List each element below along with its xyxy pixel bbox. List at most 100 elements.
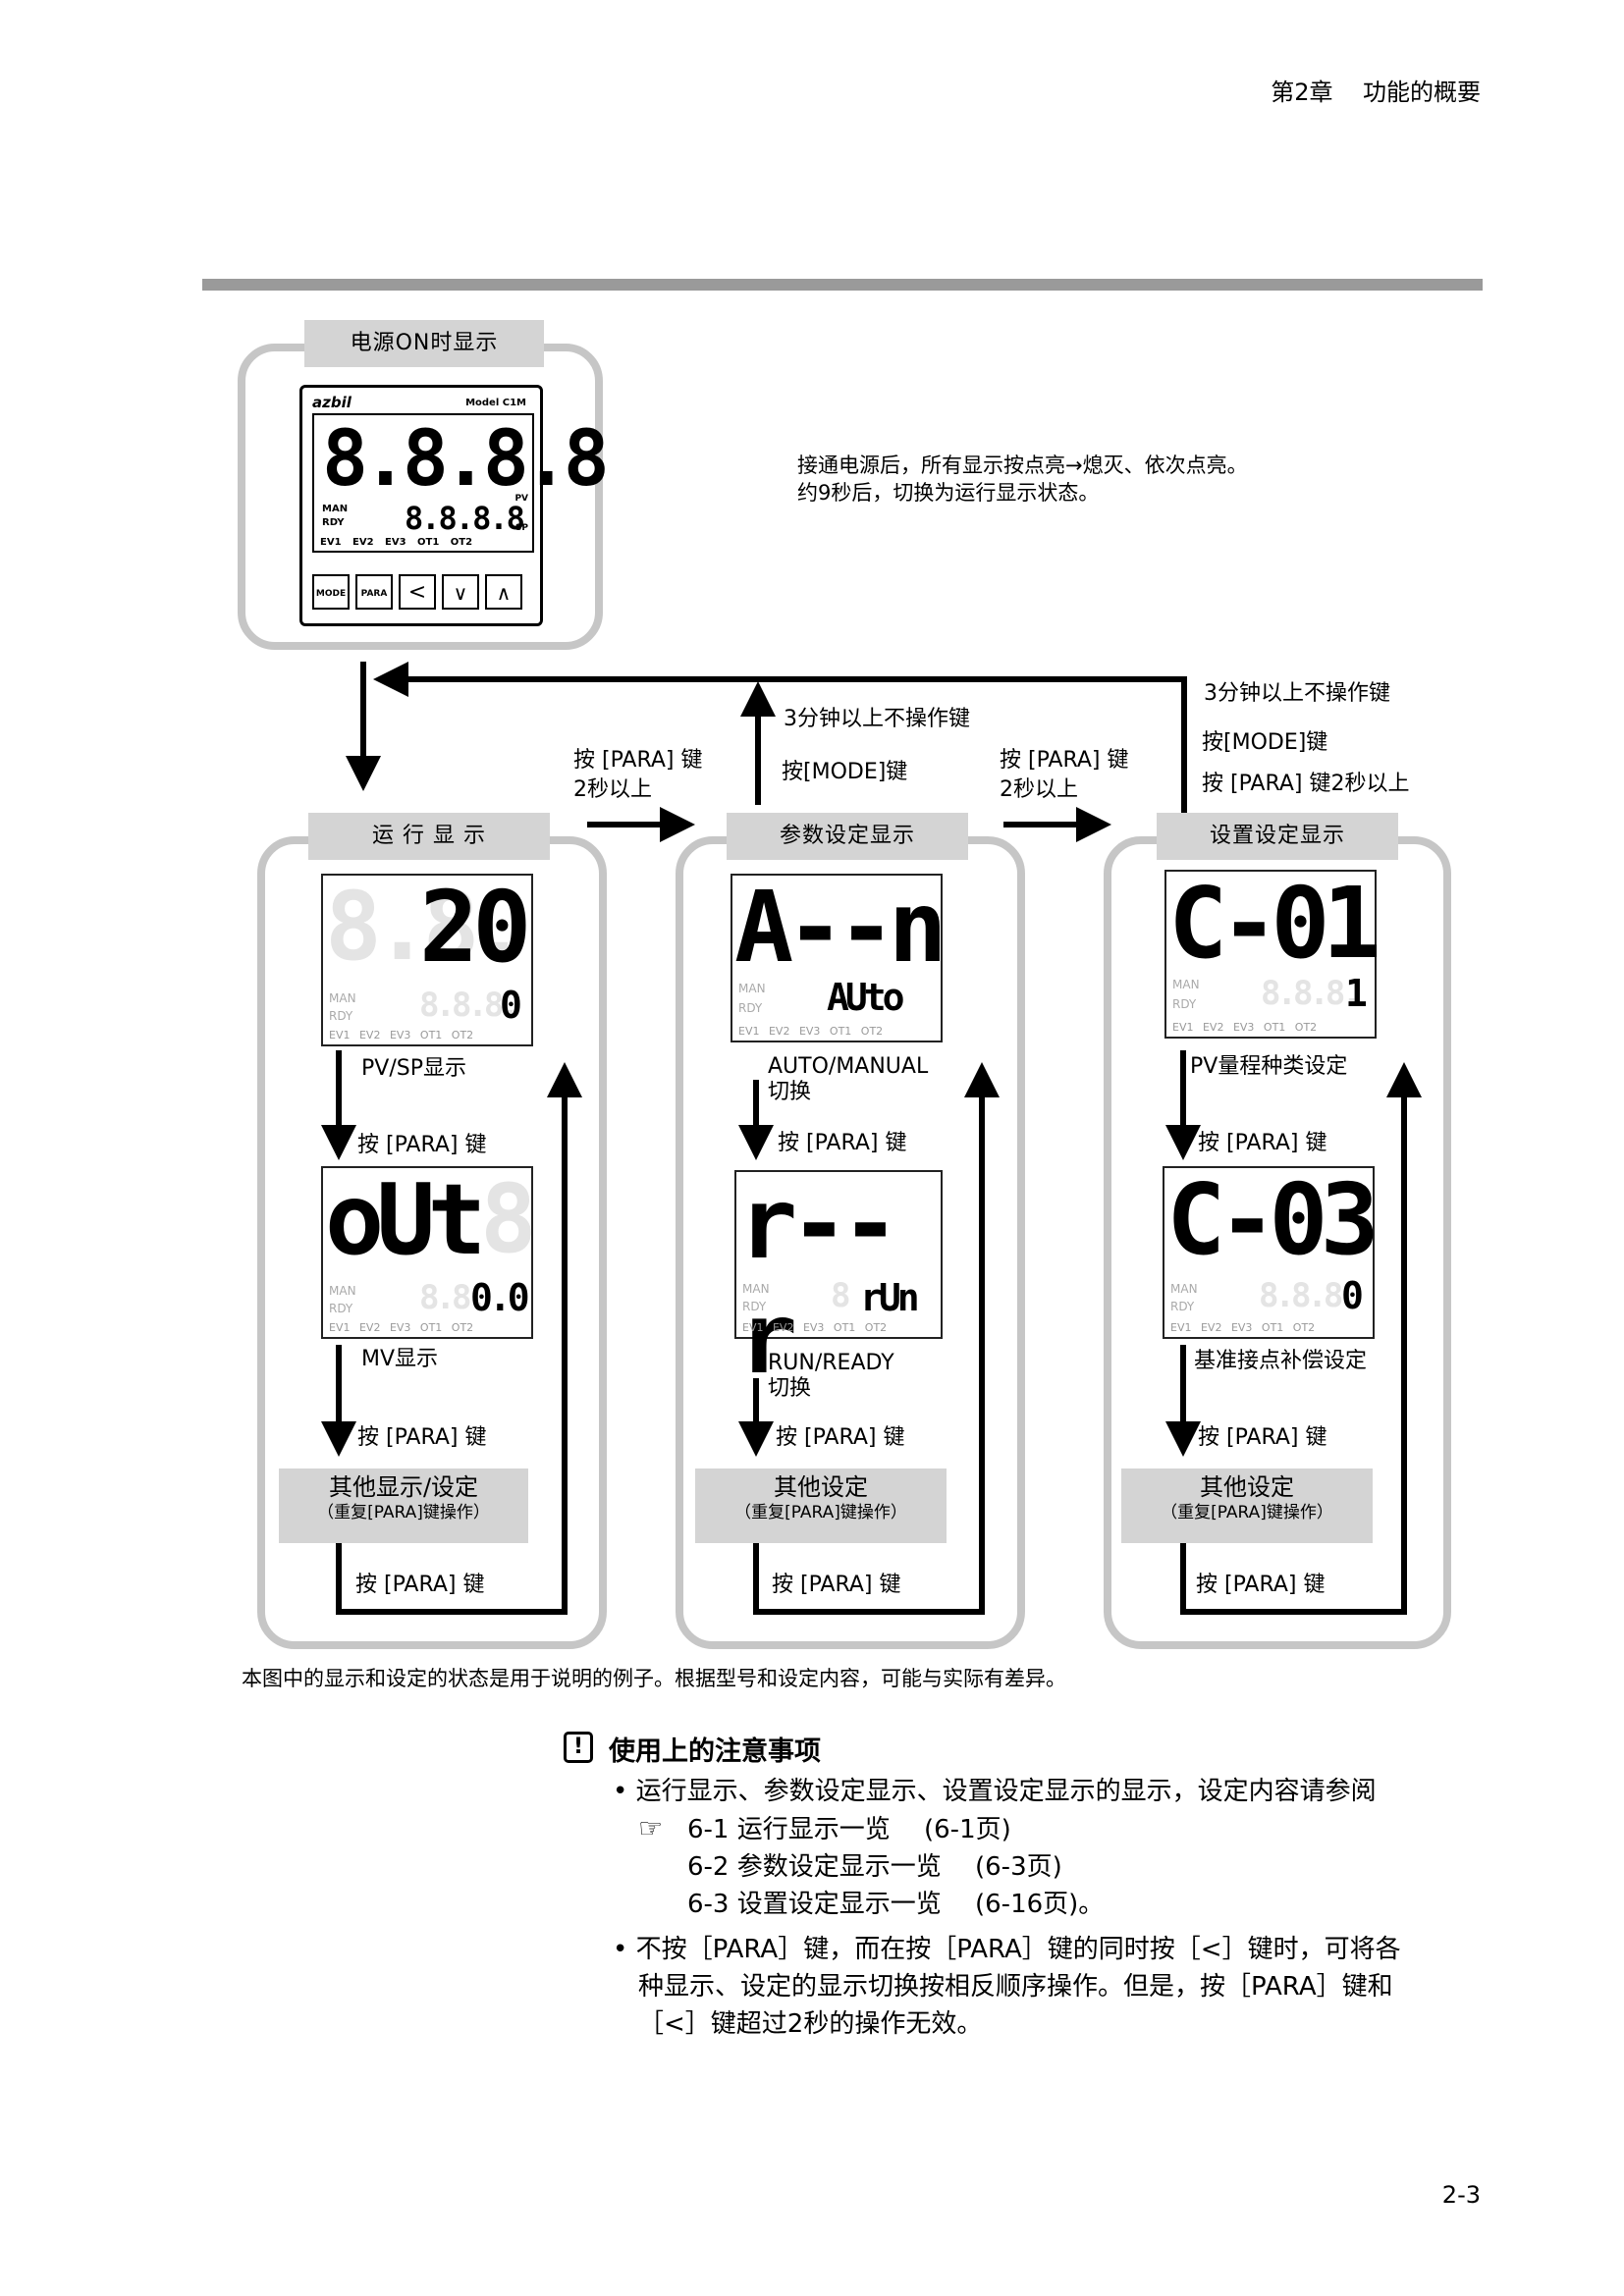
flow-arrows <box>321 662 1422 1615</box>
rdy-indicator: RDY <box>742 1300 767 1313</box>
label-return-line-3: 按 [PARA] 键2秒以上 <box>1202 772 1410 796</box>
other-settings-box: 其他设定 （重复[PARA]键操作） <box>1121 1468 1373 1543</box>
pointing-hand-icon: ☞ <box>638 1812 664 1844</box>
page-number: 2-3 <box>1441 2181 1481 2209</box>
reference-row-2: 6-2 参数设定显示一览 (6-3页) <box>613 1848 1496 1886</box>
press-para-key-2: 按 [PARA] 键 <box>776 1425 905 1450</box>
up-key[interactable]: ∧ <box>485 574 522 610</box>
man-indicator: MAN <box>322 504 349 514</box>
diagram-footnote: 本图中的显示和设定的状态是用于说明的例子。根据型号和设定内容，可能与实际有差异。 <box>242 1667 1066 1690</box>
param-value: AUto <box>827 976 904 1019</box>
label-param-setup-line-1: 按 [PARA] 键 <box>1000 748 1129 773</box>
power-on-lcd: 8.8.8.8 PV MAN RDY 8.8.8.8 SP EV1 EV2 EV… <box>312 413 610 553</box>
reference-row-1: ☞6-1 运行显示一览 (6-1页) <box>613 1810 1496 1848</box>
tab-run-display: 运 行 显 示 <box>308 813 550 860</box>
sp-ghost-digits: 8 <box>831 1276 851 1315</box>
sp-ghost-digits: 8.8. <box>419 1278 488 1317</box>
press-para-key-2: 按 [PARA] 键 <box>357 1425 487 1450</box>
param-value: rUn <box>860 1276 920 1319</box>
man-indicator: MAN <box>329 991 356 1005</box>
ev-indicator-row: EV1 EV2 EV3 OT1 OT2 <box>329 1321 474 1334</box>
bullet-dot: • <box>613 1935 636 1964</box>
chapter-number: 第2章 <box>1271 79 1333 106</box>
bullet-2-line-1: 不按［PARA］键，而在按［PARA］键的同时按［<］键时，可将各 <box>635 1935 1401 1964</box>
man-indicator: MAN <box>738 982 766 995</box>
press-para-key-1: 按 [PARA] 键 <box>778 1131 907 1155</box>
rdy-indicator: RDY <box>322 517 345 528</box>
rdy-indicator: RDY <box>1170 1300 1195 1313</box>
box-subtitle: （重复[PARA]键操作） <box>734 1503 907 1522</box>
sp-ghost-digits: 8.8.8. <box>1261 974 1362 1013</box>
arrow-setup-to-run-return <box>373 662 1187 815</box>
box-subtitle: （重复[PARA]键操作） <box>1161 1503 1333 1522</box>
desc-line-2: 约9秒后，切换为运行显示状态。 <box>797 481 1100 505</box>
running-header: 第2章 功能的概要 <box>1271 73 1481 107</box>
man-indicator: MAN <box>1172 978 1200 991</box>
tab-setup-display: 设置设定显示 <box>1157 813 1398 860</box>
left-key[interactable]: < <box>399 574 436 610</box>
mode-key[interactable]: MODE <box>312 574 350 610</box>
ref-6-3: 6-3 设置设定显示一览 (6-16页)。 <box>687 1890 1105 1919</box>
label-return-line-2: 按[MODE]键 <box>1202 730 1328 755</box>
run-lcd-mv: oUt 8 MAN RDY 8.8. 0.0 EV1 EV2 EV3 OT1 O… <box>321 1162 537 1339</box>
label-return-line-1: 3分钟以上不操作键 <box>1204 681 1390 706</box>
bullet-2-line-2: 种显示、设定的显示切换按相反顺序操作。但是，按［PARA］键和 <box>638 1972 1393 2002</box>
setup-code: C-03 <box>1166 1162 1380 1277</box>
ref-6-2: 6-2 参数设定显示一览 (6-3页) <box>687 1852 1062 1882</box>
model-label: Model C1M <box>465 398 526 408</box>
pv-all-segments: 8.8.8.8 <box>322 415 610 504</box>
sp-ghost-digits: 8.8.8. <box>1259 1276 1360 1315</box>
down-key[interactable]: ∨ <box>442 574 479 610</box>
sp-ghost-digits: 8.8.8. <box>419 986 520 1025</box>
run-ready-line-1: RUN/READY <box>768 1351 894 1375</box>
box-title: 其他设定 <box>1200 1473 1294 1501</box>
bullet-dot: • <box>613 1777 636 1806</box>
param-lcd-auto-manual: A--n MAN RDY AUto EV1 EV2 EV3 OT1 OT2 <box>731 870 947 1042</box>
caution-icon: ! <box>564 1732 593 1763</box>
press-para-key-1: 按 [PARA] 键 <box>357 1133 487 1157</box>
tab-param-display: 参数设定显示 <box>727 813 968 860</box>
man-indicator: MAN <box>1170 1282 1198 1296</box>
bullet-2-line-3: ［<］键超过2秒的操作无效。 <box>638 2009 983 2039</box>
ev-indicator-row: EV1 EV2 EV3 OT1 OT2 <box>742 1321 888 1334</box>
press-para-key-3: 按 [PARA] 键 <box>355 1573 485 1597</box>
label-up-line-1: 3分钟以上不操作键 <box>784 707 970 731</box>
pv-sp-display-label: PV/SP显示 <box>361 1056 466 1081</box>
run-ready-line-2: 切换 <box>768 1376 812 1401</box>
rdy-indicator: RDY <box>1172 997 1197 1011</box>
run-lcd-pv-sp: 8.8. 20 MAN RDY 8.8.8. 0 EV1 EV2 EV3 OT1… <box>321 870 533 1046</box>
caution-bullet-2: • 不按［PARA］键，而在按［PARA］键的同时按［<］键时，可将各 <box>613 1931 1496 1968</box>
man-indicator: MAN <box>329 1284 356 1298</box>
setup-value: 0 <box>1341 1274 1364 1317</box>
ev-indicator-row: EV1 EV2 EV3 OT1 OT2 <box>320 537 473 548</box>
auto-manual-line-1: AUTO/MANUAL <box>768 1054 929 1079</box>
col2-loop <box>753 1062 1000 1615</box>
reference-row-3: 6-3 设置设定显示一览 (6-16页)。 <box>613 1886 1496 1923</box>
setup-lcd-pv-range: C-01 MAN RDY 8.8.8. 1 EV1 EV2 EV3 OT1 OT… <box>1164 866 1381 1039</box>
brand-logo: azbil <box>312 394 352 411</box>
other-settings-box: 其他设定 （重复[PARA]键操作） <box>695 1468 947 1543</box>
power-on-description: 接通电源后，所有显示按点亮→熄灭、依次点亮。 约9秒后，切换为运行显示状态。 <box>797 452 1248 507</box>
lcd-ghost-digits: 8.8. <box>325 872 528 982</box>
sp-value: 0 <box>500 984 522 1027</box>
pv-tag: PV <box>514 494 528 504</box>
rdy-indicator: RDY <box>329 1009 353 1023</box>
param-code: A--n <box>734 870 947 985</box>
label-up-line-2: 按[MODE]键 <box>782 760 908 784</box>
rdy-indicator: RDY <box>329 1302 353 1315</box>
setup-lcd-cold-junction: C-03 MAN RDY 8.8.8. 0 EV1 EV2 EV3 OT1 OT… <box>1163 1162 1380 1339</box>
label-param-setup-line-2: 2秒以上 <box>1000 777 1078 802</box>
param-code: r--r <box>738 1166 900 1396</box>
ev-indicator-row: EV1 EV2 EV3 OT1 OT2 <box>1172 1021 1318 1034</box>
ev-indicator-row: EV1 EV2 EV3 OT1 OT2 <box>329 1029 474 1041</box>
other-display-settings-box: 其他显示/设定 （重复[PARA]键操作） <box>279 1468 528 1543</box>
rdy-indicator: RDY <box>738 1001 763 1015</box>
ev-indicator-row: EV1 EV2 EV3 OT1 OT2 <box>1170 1321 1316 1334</box>
desc-line-1: 接通电源后，所有显示按点亮→熄灭、依次点亮。 <box>797 454 1248 477</box>
param-lcd-run-ready: r--r MAN RDY 8 rUn EV1 EV2 EV3 OT1 OT2 <box>734 1166 943 1396</box>
man-indicator: MAN <box>742 1282 770 1296</box>
run-ready-label: RUN/READY 切换 <box>768 1351 894 1402</box>
para-key[interactable]: PARA <box>355 574 393 610</box>
auto-manual-line-2: 切换 <box>768 1080 812 1104</box>
device-front-panel: azbil Model C1M 8.8.8.8 PV MAN RDY 8.8.8… <box>299 385 610 626</box>
